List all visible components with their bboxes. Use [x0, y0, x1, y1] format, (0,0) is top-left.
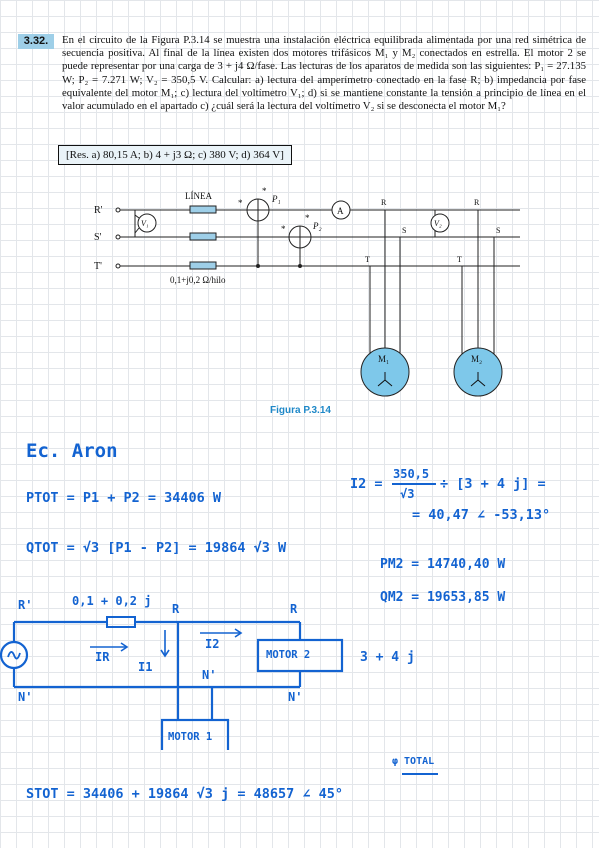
label-s-prime: S'	[94, 232, 102, 243]
sketch-n-prime-right: N'	[288, 690, 303, 704]
notes-i2-result: = 40,47 ∠ -53,13°	[412, 507, 551, 523]
problem-number: 3.32.	[18, 34, 54, 49]
sketch-impedance-icon	[106, 616, 136, 628]
terminal-s	[115, 234, 121, 240]
label-m2-t: T	[457, 255, 462, 264]
problem-answer: [Res. a) 80,15 A; b) 4 + j3 Ω; c) 380 V;…	[58, 145, 292, 165]
notes-i2-rest: ÷ [3 + 4 j] =	[440, 476, 546, 492]
notes-heading: Ec. Aron	[26, 440, 118, 462]
problem-statement: 3.32. En el circuito de la Figura P.3.14…	[18, 34, 586, 113]
sketch-n-prime-left: N'	[18, 690, 33, 704]
voltmeter-v1-icon	[137, 213, 157, 233]
notes-qm2: QM2 = 19653,85 W	[380, 590, 506, 605]
label-linea: LÍNEA	[185, 191, 212, 201]
motor1-box	[160, 718, 230, 750]
sketch-r1: R	[172, 602, 180, 616]
line-impedance-s	[189, 232, 217, 241]
notes-stot: STOT = 34406 + 19864 √3 j = 48657 ∠ 45°	[26, 786, 343, 802]
sketch-impedance: 0,1 + 0,2 j	[72, 594, 152, 608]
label-p2: P₂	[312, 221, 322, 231]
sketch-r-prime: R'	[18, 598, 33, 612]
label-m1-t: T	[365, 255, 370, 264]
circuit-figure: R' S' T' V₁ LÍNEA 0,1+j0,2 Ω/hilo * * P₁…	[94, 186, 520, 397]
label-v2: V₂	[434, 219, 442, 228]
label-m2: M₂	[471, 354, 482, 364]
sketch-i1: I1	[138, 660, 153, 674]
notes-qtot: QTOT = √3 [P1 - P2] = 19864 √3 W	[26, 540, 287, 556]
label-v1: V₁	[141, 219, 149, 228]
label-m1: M₁	[378, 354, 389, 364]
notes-phi-total: φ TOTAL	[392, 756, 435, 767]
label-line-impedance: 0,1+j0,2 Ω/hilo	[170, 275, 226, 285]
label-p1: P₁	[271, 194, 281, 204]
terminal-r	[115, 207, 121, 213]
wattmeter-p2-star: *	[305, 213, 310, 223]
figure-caption: Figura P.3.14	[270, 405, 331, 416]
sketch-load: 3 + 4 j	[360, 650, 415, 665]
notes-pm2: PM2 = 14740,40 W	[380, 557, 506, 572]
sketch-n-prime-mid: N'	[202, 668, 217, 682]
sketch-r2: R	[290, 602, 298, 616]
ammeter-icon	[331, 200, 351, 220]
source-icon	[0, 640, 29, 670]
sketch-ir: IR	[95, 650, 110, 664]
sketch-motor2-label: MOTOR 2	[266, 649, 311, 661]
sketch-circuit	[0, 616, 344, 750]
wattmeter-p1-star-2: *	[238, 198, 243, 208]
wattmeter-p1-star: *	[262, 186, 267, 196]
motor2-box	[256, 638, 344, 673]
label-m1-r: R	[381, 198, 387, 207]
voltmeter-v2-icon	[430, 213, 450, 233]
phi-bracket	[402, 773, 438, 775]
fraction-bar	[392, 483, 436, 485]
terminal-t	[115, 263, 121, 269]
line-impedance-t	[189, 261, 217, 270]
label-t-prime: T'	[94, 261, 102, 272]
line-impedance-r	[189, 205, 217, 214]
label-ammeter: A	[337, 206, 344, 216]
wattmeter-p2-star-2: *	[281, 224, 286, 234]
problem-text: En el circuito de la Figura P.3.14 se mu…	[62, 34, 586, 113]
notes-i2-den: √3	[400, 487, 415, 501]
sketch-i2: I2	[205, 637, 220, 651]
label-m2-r: R	[474, 198, 480, 207]
label-r-prime: R'	[94, 205, 103, 216]
notes-ptot: PTOT = P1 + P2 = 34406 W	[26, 490, 222, 506]
notes-i2-lhs: I2 =	[350, 476, 383, 492]
notes-i2-num: 350,5	[393, 467, 430, 481]
label-m1-s: S	[402, 226, 406, 235]
sketch-motor1-label: MOTOR 1	[168, 731, 213, 743]
label-m2-s: S	[496, 226, 500, 235]
